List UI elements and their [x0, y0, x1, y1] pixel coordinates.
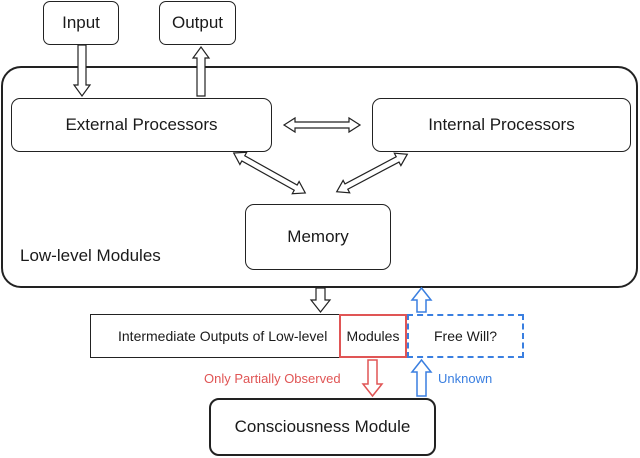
unknown-label: Unknown: [438, 371, 493, 386]
arrow-freewill-to-lowlevel: [410, 286, 433, 313]
low-level-modules-label: Low-level Modules: [20, 246, 161, 265]
arrow-lowlevel-to-intermediate: [309, 287, 332, 313]
memory-label: Memory: [287, 227, 349, 246]
input-label: Input: [62, 13, 100, 32]
external-processors-node: External Processors: [11, 98, 272, 152]
arrow-external-internal: [282, 116, 362, 134]
intermediate-outputs-label: Intermediate Outputs of Low-level: [118, 328, 328, 344]
modules-box: Modules: [339, 314, 407, 358]
partially-observed-label: Only Partially Observed: [204, 371, 341, 386]
modules-label: Modules: [346, 328, 400, 344]
arrow-external-memory: [232, 151, 307, 195]
arrow-modules-to-consciousness: [361, 359, 384, 398]
arrow-consciousness-to-freewill: [410, 358, 433, 397]
output-label: Output: [171, 13, 224, 32]
intermediate-outputs-box: Intermediate Outputs of Low-level: [90, 314, 340, 358]
consciousness-module-node: Consciousness Module: [209, 398, 436, 456]
free-will-box: Free Will?: [407, 314, 524, 358]
external-processors-label: External Processors: [65, 115, 218, 134]
arrow-external-to-output: [191, 45, 211, 97]
internal-processors-label: Internal Processors: [428, 115, 575, 134]
arrow-input-to-external: [72, 44, 92, 98]
arrow-internal-memory: [335, 152, 409, 194]
free-will-label: Free Will?: [433, 328, 497, 344]
internal-processors-node: Internal Processors: [372, 98, 631, 152]
consciousness-module-label: Consciousness Module: [234, 417, 411, 436]
memory-node: Memory: [245, 204, 391, 270]
output-node: Output: [159, 1, 236, 45]
